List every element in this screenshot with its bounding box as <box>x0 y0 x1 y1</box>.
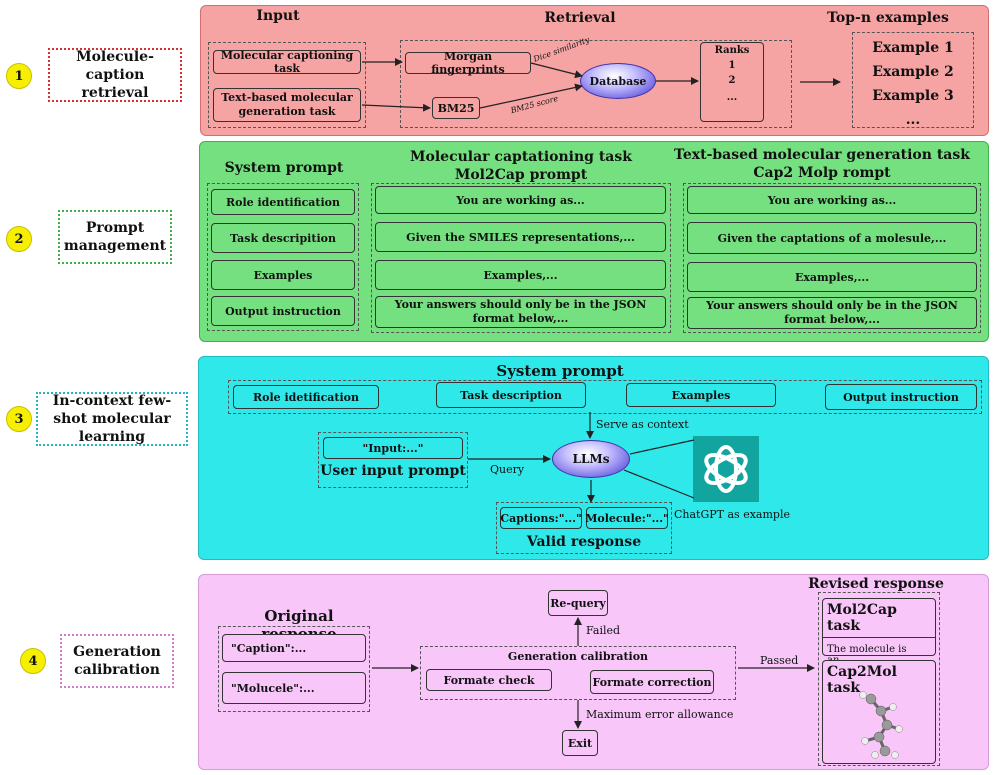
examples-list: Example 1 Example 2 Example 3 ... <box>852 36 974 132</box>
chatgpt-logo-icon <box>693 436 759 502</box>
step-1-badge: 1 <box>6 63 32 89</box>
max-error-label: Maximum error allowance <box>586 708 734 721</box>
cap2mol-task-title: Cap2Mol task <box>827 664 897 696</box>
captions-output-box: Captions:"..." <box>500 507 582 529</box>
learning-system-group <box>228 380 982 414</box>
input-group <box>208 42 366 128</box>
calibration-heading: Generation calibration <box>507 650 649 663</box>
mol2cap-result-box: Mol2Cap task The molecule is an... <box>822 598 936 666</box>
format-check-box: Formate check <box>426 669 552 691</box>
valid-response-group <box>496 502 672 554</box>
cap2mol-item: Given the captations of a molesule,... <box>687 222 977 254</box>
mol2cap-item: Your answers should only be in the JSON … <box>375 296 666 328</box>
captioning-task-box: Molecular captioning task <box>213 49 361 75</box>
mol2cap-item: You are working as... <box>375 186 666 214</box>
cap2mol-heading: Text-based molecular generation task Cap… <box>672 146 972 182</box>
rank-item: 1 <box>728 60 736 71</box>
query-label: Query <box>490 463 525 476</box>
system-item: Examples <box>211 260 355 290</box>
valid-response-label: Valid response <box>526 534 642 550</box>
requery-box: Re-query <box>548 590 608 616</box>
cap2mol-heading-line2: Cap2 Molp rompt <box>753 165 891 181</box>
revised-response-heading: Revised response <box>808 576 944 592</box>
user-input-group <box>318 432 468 488</box>
cap2mol-item: Examples,... <box>687 262 977 292</box>
revised-response-group <box>818 592 940 766</box>
topn-heading: Top-n examples <box>827 10 949 26</box>
system-item: Role identification <box>211 189 355 215</box>
input-value-box: "Input:..." <box>323 437 463 459</box>
system-item: Output instruction <box>211 296 355 326</box>
bm25-box: BM25 <box>432 97 480 119</box>
rank-item: ... <box>726 92 738 103</box>
step-4-badge: 4 <box>20 648 46 674</box>
cap2mol-result-box: Cap2Mol task <box>822 660 936 764</box>
examples-group <box>852 32 974 128</box>
morgan-box: Morgan fingerprints <box>405 50 531 76</box>
step-2-badge: 2 <box>6 226 32 252</box>
system-prompt-group <box>207 183 359 331</box>
generation-task-box: Text-based molecular generation task <box>213 88 361 122</box>
example-item: ... <box>905 112 921 128</box>
original-response-group <box>218 626 370 712</box>
cap2mol-group <box>683 183 981 333</box>
database-node: Database <box>580 63 656 99</box>
example-item: Example 1 <box>872 40 954 56</box>
learning-item: Output instruction <box>825 384 977 410</box>
openai-logo-icon <box>704 445 748 493</box>
molecule-output-box: Molecule:"..." <box>585 507 669 529</box>
learning-item: Task description <box>436 382 586 408</box>
mol2cap-item: Given the SMILES representations,... <box>375 222 666 252</box>
mol2cap-item: Examples,... <box>375 260 666 290</box>
mol2cap-heading: Molecular captationing task Mol2Cap prom… <box>378 148 664 184</box>
learning-item: Examples <box>626 383 776 407</box>
chatgpt-label: ChatGPT as example <box>674 508 790 521</box>
ranks-title: Ranks <box>714 45 750 56</box>
mol2cap-heading-line1: Molecular captationing task <box>410 149 632 165</box>
failed-label: Failed <box>586 624 621 637</box>
ranks-box: Ranks 1 2 ... <box>700 42 764 122</box>
learning-item: Role idetification <box>233 385 379 409</box>
rank-item: 2 <box>728 75 736 86</box>
exit-box: Exit <box>562 730 598 756</box>
llms-node: LLMs <box>552 440 630 478</box>
molecule-item-box: "Molucele":... <box>222 672 366 704</box>
user-prompt-label: User input prompt <box>320 463 466 479</box>
molecule-structure-icon <box>859 691 903 759</box>
caption-item-box: "Caption":... <box>222 634 366 662</box>
step-3-badge: 3 <box>6 406 32 432</box>
calibration-group <box>420 646 736 700</box>
system-item: Task descripition <box>211 223 355 253</box>
example-item: Example 3 <box>872 88 954 104</box>
mol2cap-heading-line2: Mol2Cap prompt <box>454 167 588 183</box>
serve-context-label: Serve as context <box>596 418 689 431</box>
passed-label: Passed <box>760 654 799 667</box>
retrieval-heading: Retrieval <box>544 10 616 26</box>
step-4-label: Generation calibration <box>60 634 174 688</box>
format-correction-box: Formate correction <box>590 670 714 694</box>
step-2-label: Prompt management <box>58 210 172 264</box>
step-3-label: In-context few-shot molecular learning <box>36 392 188 446</box>
input-heading: Input <box>256 8 300 24</box>
cap2mol-item: Your answers should only be in the JSON … <box>687 297 977 329</box>
system-prompt-heading: System prompt <box>224 160 344 176</box>
cap2mol-heading-line1: Text-based molecular generation task <box>674 147 970 163</box>
example-item: Example 2 <box>872 64 954 80</box>
mol2cap-task-title: Mol2Cap task <box>823 599 935 638</box>
mol2cap-group <box>371 183 671 333</box>
cap2mol-item: You are working as... <box>687 186 977 214</box>
learning-system-heading: System prompt <box>496 362 624 380</box>
step-1-label: Molecule-caption retrieval <box>48 48 182 102</box>
retrieval-group <box>400 40 792 128</box>
